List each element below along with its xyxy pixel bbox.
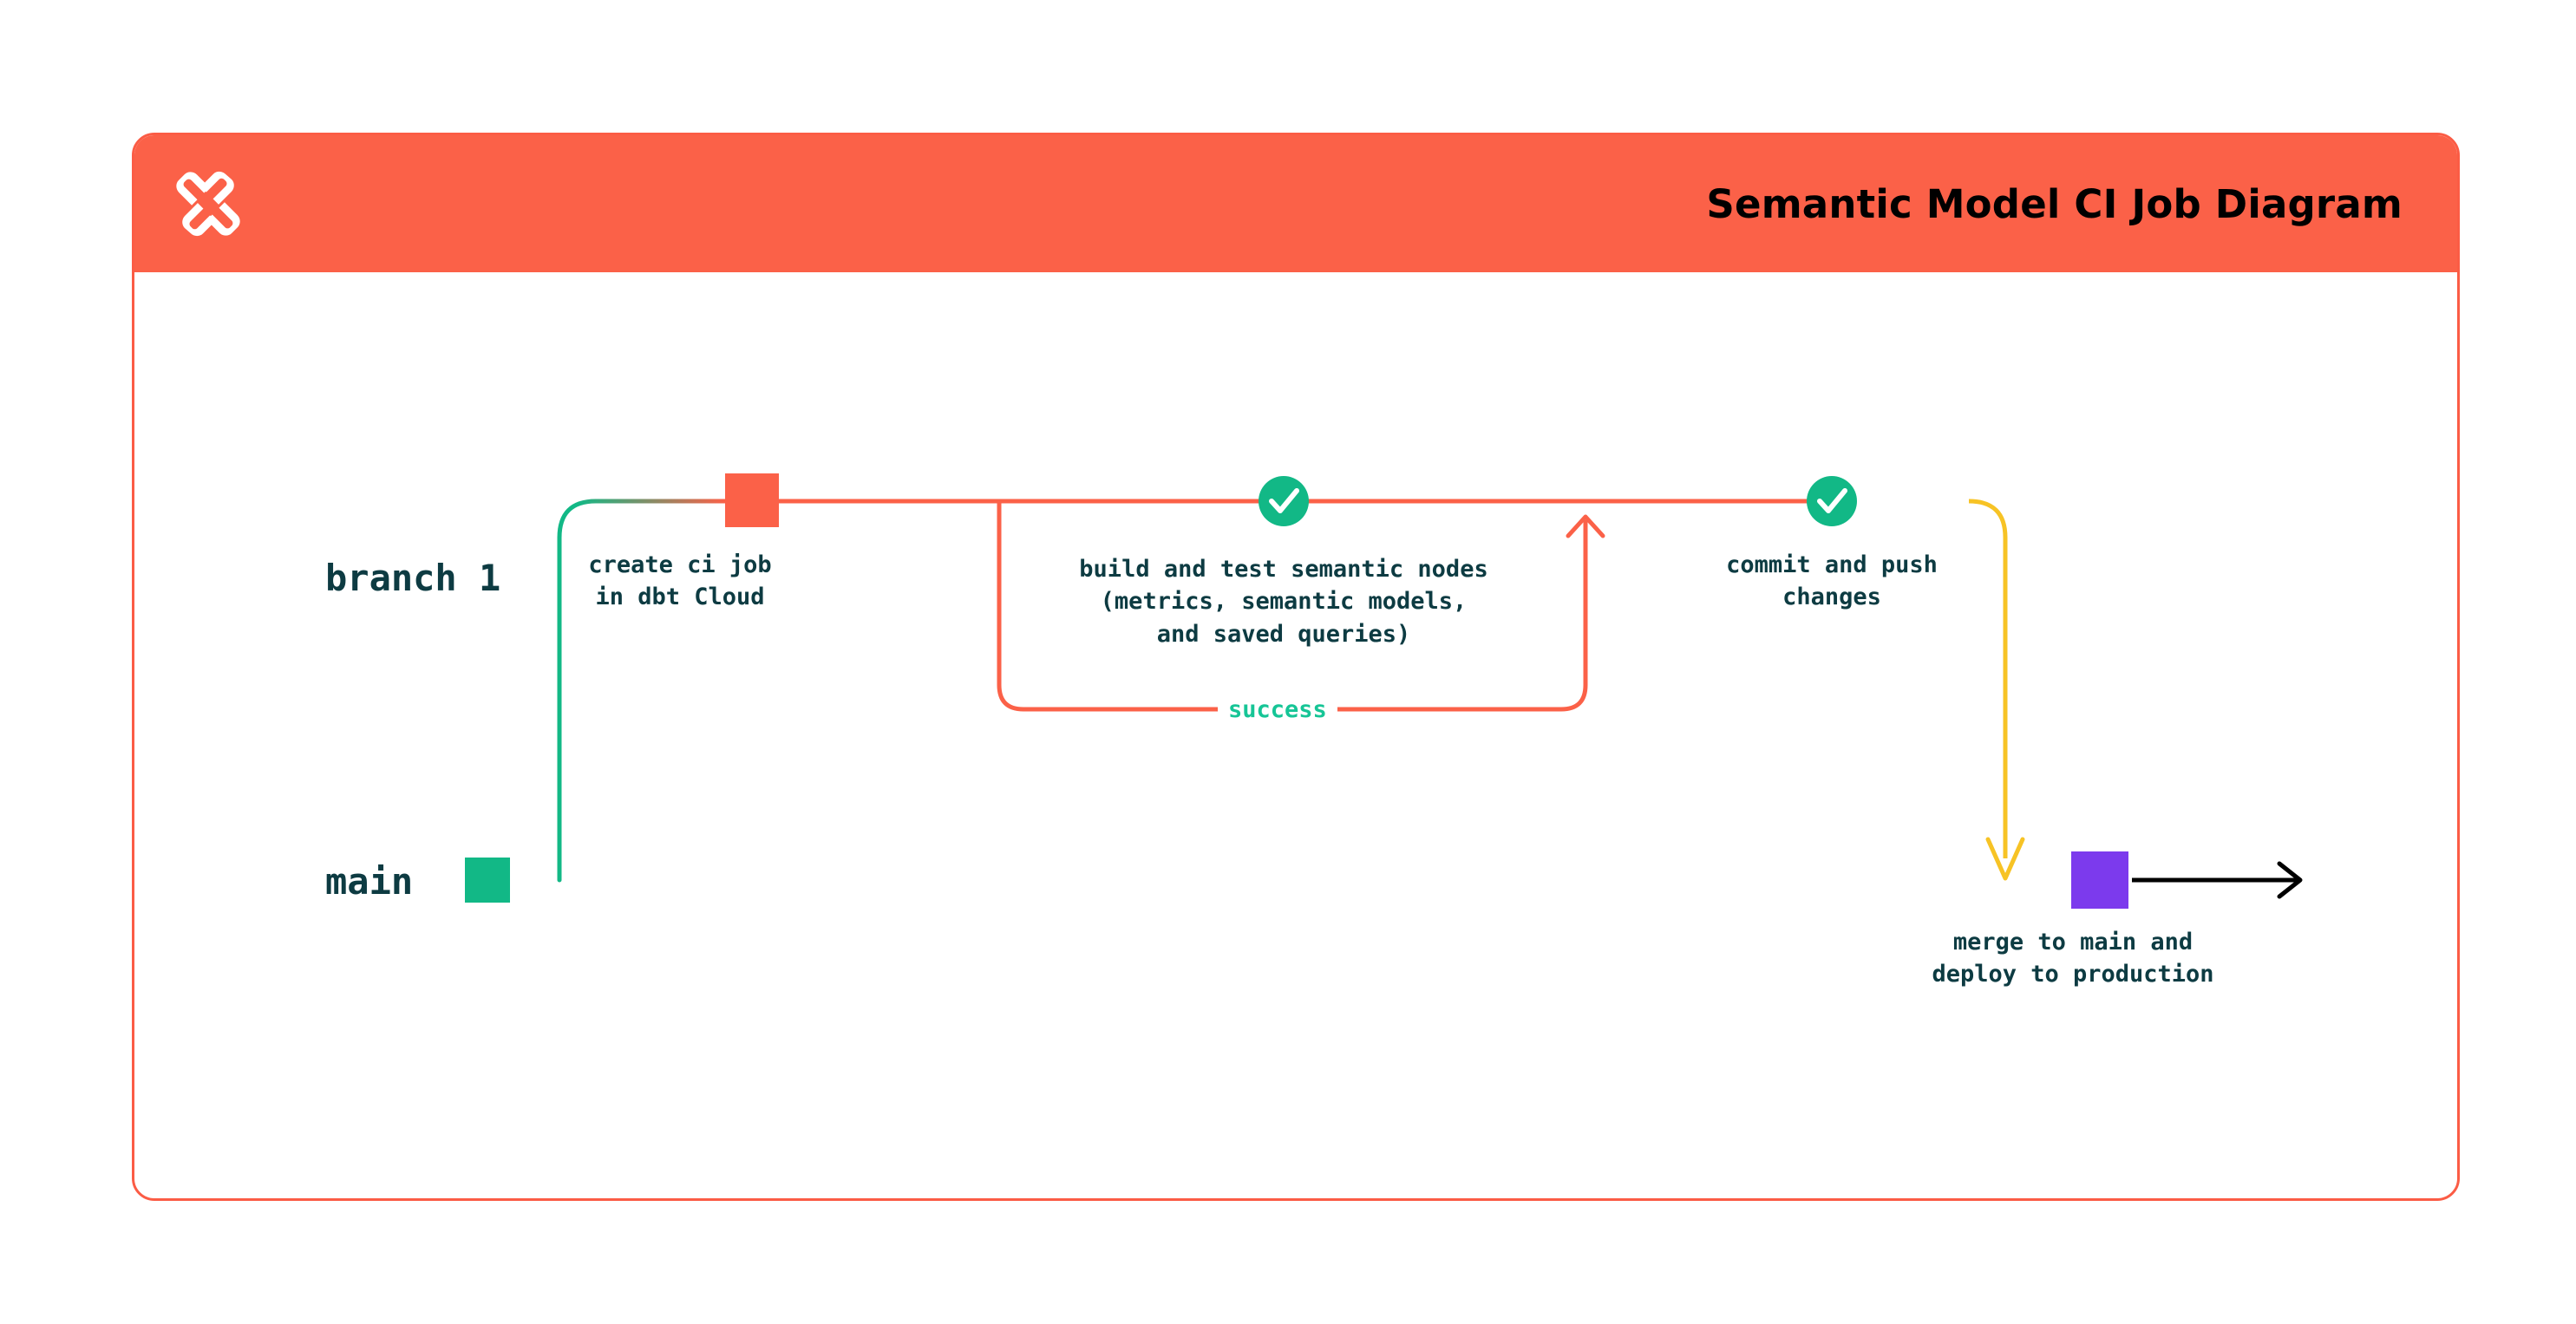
lane-label-branch1: branch 1: [325, 557, 501, 599]
card-header: Semantic Model CI Job Diagram: [134, 135, 2457, 272]
edge-label-success: success: [1218, 696, 1337, 723]
node-label-commit-and-push: commit and push changes: [1726, 551, 1938, 611]
lane-label-main: main: [325, 860, 414, 903]
card-body: [134, 272, 2457, 1198]
dbt-x-logo-icon: [176, 171, 240, 237]
node-label-create-ci-job: create ci job in dbt Cloud: [588, 551, 772, 611]
page-title: Semantic Model CI Job Diagram: [1706, 180, 2403, 227]
node-label-build-and-test: build and test semantic nodes (metrics, …: [1079, 556, 1488, 648]
diagram-card: Semantic Model CI Job Diagram: [132, 133, 2460, 1201]
node-label-merge-to-main: merge to main and deploy to production: [1932, 929, 2214, 988]
